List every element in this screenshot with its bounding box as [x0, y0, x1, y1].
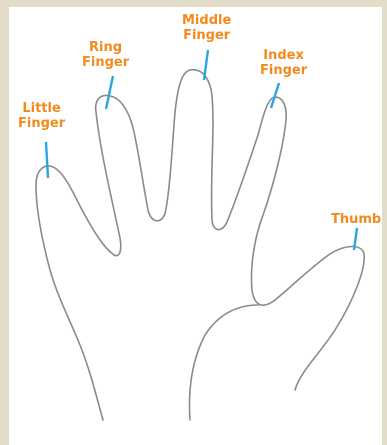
thumb-label: Thumb: [331, 212, 381, 227]
little-finger-label-line1: Little: [18, 101, 65, 116]
index-finger-label-line2: Finger: [260, 63, 307, 78]
ring-finger-label: Ring Finger: [82, 40, 129, 70]
little-finger-pointer: [46, 142, 48, 178]
index-finger-label-line1: Index: [260, 48, 307, 63]
ring-finger-label-line2: Finger: [82, 55, 129, 70]
little-finger-label: Little Finger: [18, 101, 65, 131]
hand-outline: [36, 70, 286, 420]
little-finger-label-line2: Finger: [18, 116, 65, 131]
middle-finger-pointer: [204, 50, 208, 80]
middle-finger-label-line1: Middle: [182, 13, 231, 28]
index-finger-label: Index Finger: [260, 48, 307, 78]
thumb-outline: [275, 247, 364, 391]
middle-finger-label-line2: Finger: [182, 28, 231, 43]
ring-finger-label-line1: Ring: [82, 40, 129, 55]
thumb-label-text: Thumb: [331, 212, 381, 227]
ring-finger-pointer: [106, 76, 113, 109]
index-finger-pointer: [271, 83, 279, 108]
palm-crease: [190, 305, 258, 420]
middle-finger-label: Middle Finger: [182, 13, 231, 43]
